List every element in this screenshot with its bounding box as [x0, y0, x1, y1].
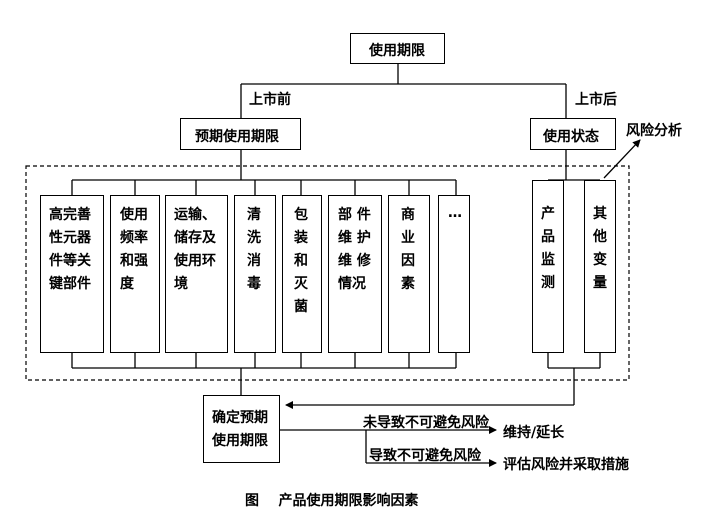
determine-expected-life-text: 确定预期使用期限 [212, 410, 268, 449]
factor-box-transport-storage: 运输、储存及使用环境 [165, 195, 228, 353]
factor-usage-frequency-text: 使用频率和强度 [120, 207, 148, 292]
factor-cleaning-text: 清洗消毒 [247, 207, 261, 292]
usage-status-node: 使用状态 [530, 118, 616, 150]
maintain-extend-label: 维持/延长 [503, 425, 565, 441]
factor-ellipsis-text: … [448, 205, 462, 221]
root-label: 使用期限 [369, 43, 425, 59]
factor-box-key-components: 高完善性元器件等关键部件 [40, 195, 104, 353]
factor-transport-storage-text: 运输、储存及使用环境 [174, 207, 216, 292]
risk-analysis-label: 风险分析 [626, 123, 682, 139]
factor-key-components-text: 高完善性元器件等关键部件 [49, 207, 91, 292]
factor-commercial-text: 商业因素 [401, 207, 415, 292]
factor-box-packaging: 包装和灭菌 [282, 195, 322, 353]
status-other-variables-text: 其他变量 [593, 206, 607, 291]
post-market-label: 上市后 [575, 92, 617, 108]
unavoidable-risk-label: 导致不可避免风险 [369, 448, 481, 464]
factor-maintenance-text: 部 件维 护维 修情况 [338, 207, 371, 292]
expected-life-label: 预期使用期限 [195, 129, 279, 145]
factor-packaging-text: 包装和灭菌 [294, 207, 308, 315]
usage-status-label: 使用状态 [543, 129, 599, 145]
root-node: 使用期限 [350, 33, 445, 64]
factor-box-usage-frequency: 使用频率和强度 [110, 195, 160, 353]
status-box-other-variables: 其他变量 [584, 180, 616, 353]
factor-box-ellipsis: … [438, 195, 470, 353]
factor-box-cleaning: 清洗消毒 [234, 195, 276, 353]
status-product-monitoring-text: 产品监测 [541, 206, 555, 291]
no-unavoidable-risk-label: 未导致不可避免风险 [363, 415, 489, 431]
assess-risk-label: 评估风险并采取措施 [503, 457, 629, 473]
factor-box-maintenance: 部 件维 护维 修情况 [328, 195, 382, 353]
figure-caption: 图 产品使用期限影响因素 [245, 493, 419, 509]
factor-box-commercial: 商业因素 [388, 195, 430, 353]
expected-life-node: 预期使用期限 [180, 118, 301, 150]
determine-expected-life-node: 确定预期使用期限 [203, 395, 280, 463]
status-box-product-monitoring: 产品监测 [532, 180, 564, 353]
pre-market-label: 上市前 [249, 92, 291, 108]
influence-factors-region [25, 165, 630, 381]
